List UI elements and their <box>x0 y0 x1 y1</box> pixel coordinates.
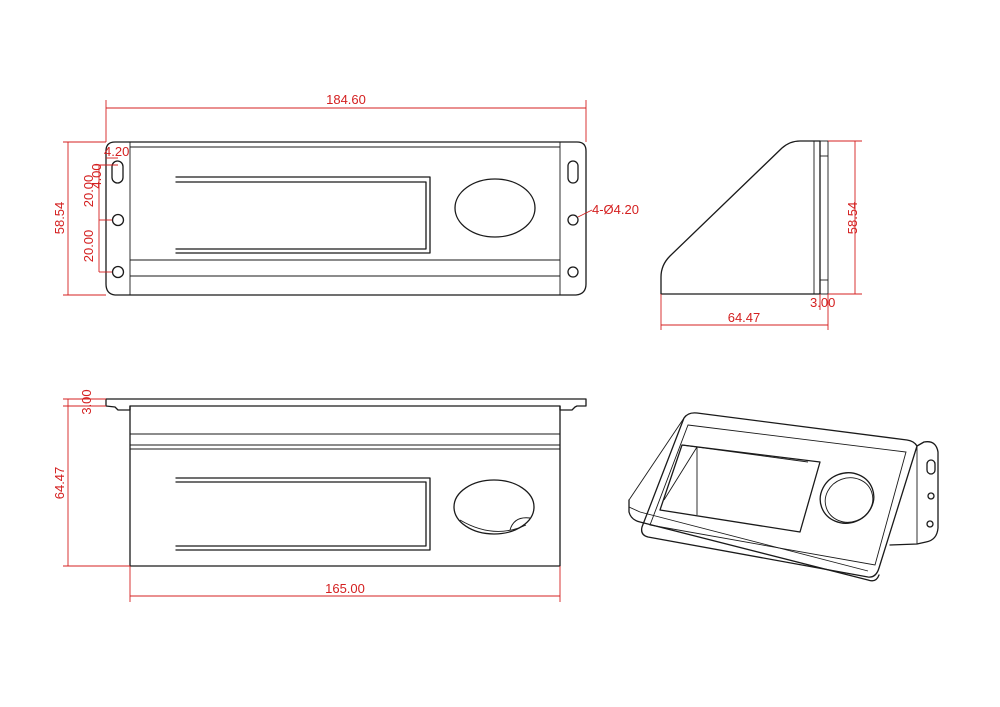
side-view-flange <box>819 140 829 295</box>
dim-hole-spacing-2: 20.00 <box>81 230 96 263</box>
top-view-display-opening <box>175 176 431 254</box>
dim-slot-offset: 4.00 <box>89 163 104 188</box>
iso-front-skirt <box>628 499 880 582</box>
front-view-round-opening <box>453 479 535 535</box>
top-view-left-slot <box>111 160 124 184</box>
side-view-profile <box>660 140 821 295</box>
dim-side-depth: 64.47 <box>728 310 761 325</box>
top-view-left-hole-mid <box>111 213 125 227</box>
dim-top-width: 184.60 <box>326 92 366 107</box>
top-view-dimensions: 184.60 58.54 4.20 4.00 20.00 20.00 4-Ø4.… <box>52 92 639 296</box>
dim-hole-callout: 4-Ø4.20 <box>592 202 639 217</box>
dim-side-thickness: 3.00 <box>810 295 835 310</box>
iso-display-opening <box>659 444 821 533</box>
front-view <box>105 398 587 567</box>
top-view-round-opening <box>454 178 536 238</box>
iso-side-flange <box>889 441 939 546</box>
front-view-body <box>129 405 561 567</box>
top-view-right-hole-mid <box>567 214 579 226</box>
dim-hole-dia: 4.20 <box>104 144 129 159</box>
isometric-view <box>628 412 939 582</box>
dim-front-thickness: 3.00 <box>79 389 94 414</box>
iso-round-opening <box>819 472 875 524</box>
front-view-round-opening-inner <box>459 517 531 532</box>
top-view-outline <box>105 141 587 296</box>
dim-left-height: 58.54 <box>52 202 67 235</box>
front-view-dimensions: 3.00 64.47 165.00 <box>52 389 561 602</box>
side-view <box>660 140 829 295</box>
dim-front-height: 64.47 <box>52 467 67 500</box>
dim-front-width: 165.00 <box>325 581 365 596</box>
dim-side-height: 58.54 <box>845 202 860 235</box>
top-view-right-hole-bottom <box>567 266 579 278</box>
iso-top-face <box>640 412 918 578</box>
top-view-left-hole-bottom <box>111 265 125 279</box>
front-view-display-opening <box>175 477 431 551</box>
side-view-dimensions: 58.54 64.47 3.00 <box>660 140 862 330</box>
front-view-flange <box>105 398 587 411</box>
top-view <box>105 141 587 296</box>
top-view-right-slot <box>567 160 579 184</box>
dim-hole-spacing-1: 20.00 <box>81 175 96 208</box>
